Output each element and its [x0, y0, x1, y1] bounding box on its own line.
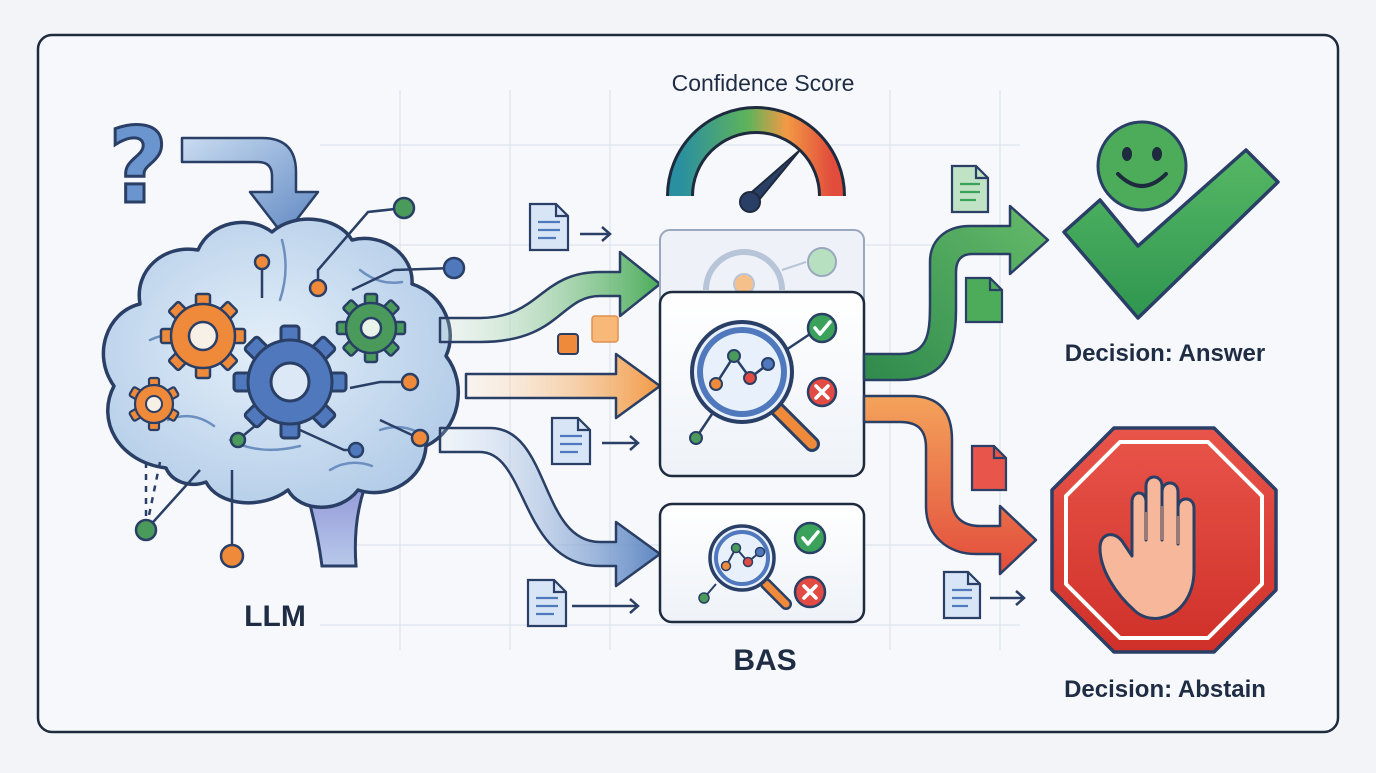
hand-icon	[1098, 475, 1196, 620]
cross-icon	[806, 376, 838, 408]
bas-panel-lower	[658, 502, 866, 624]
document-icon	[550, 416, 592, 466]
abstain-arrow	[862, 394, 1038, 576]
magnifier-icon	[689, 320, 820, 452]
gauge-icon	[666, 106, 846, 213]
gear-icon-green	[335, 292, 407, 364]
svg-text:?: ?	[108, 105, 168, 227]
document-icon	[964, 276, 1004, 324]
gear-icon-blue	[232, 324, 348, 440]
token-square	[591, 315, 619, 343]
decision-answer-label: Decision: Answer	[1064, 340, 1266, 367]
check-icon	[806, 312, 838, 344]
document-icon	[970, 444, 1008, 492]
magnifier-icon	[698, 524, 792, 610]
confidence-score-title: Confidence Score	[671, 70, 855, 96]
flow-arrow-green	[438, 250, 662, 344]
big-check-icon	[1062, 148, 1280, 320]
decision-abstain-label: Decision: Abstain	[1064, 676, 1266, 703]
question-arrow	[180, 136, 320, 238]
flow-arrow-blue	[438, 426, 662, 588]
bas-panel-main	[658, 290, 866, 478]
token-square	[557, 333, 579, 355]
gear-icon-orange	[159, 292, 247, 380]
document-icon	[528, 202, 570, 252]
answer-arrow	[862, 204, 1050, 382]
background-grid	[320, 90, 1020, 650]
gear-icon-small-orange	[128, 376, 180, 432]
document-icon	[526, 578, 568, 628]
llm-label: LLM	[244, 600, 306, 633]
check-icon	[793, 521, 827, 555]
cross-icon	[793, 575, 827, 609]
arrow-small	[990, 590, 1026, 606]
smiley-icon	[1096, 120, 1188, 212]
flow-arrow-orange	[464, 352, 662, 420]
bas-label: BAS	[733, 644, 797, 677]
document-icon	[950, 164, 990, 214]
arrow-small	[602, 435, 640, 451]
arrow-small	[580, 226, 612, 242]
document-icon	[942, 570, 982, 620]
arrow-small	[572, 598, 640, 614]
question-mark-icon: ?	[107, 104, 170, 229]
